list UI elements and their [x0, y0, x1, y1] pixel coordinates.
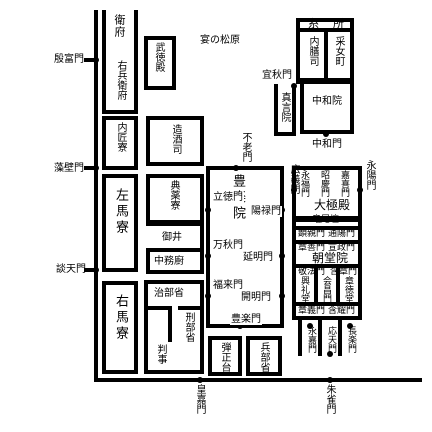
gate-label-enmei: 延明門: [242, 252, 274, 263]
block-uchitakumi: [102, 116, 138, 170]
label-kaigi: 会昌門: [321, 276, 331, 303]
gate-label-kantoku: 含章門: [330, 267, 358, 277]
block-jibu: [144, 280, 204, 374]
block-butokuden: [144, 36, 176, 90]
gate-label-left-mid: 藻壁門: [54, 163, 84, 174]
gate-label-ganyo: 含耀門: [328, 306, 356, 316]
block-buraku: [206, 166, 284, 328]
block-itoshoku-div: [296, 28, 354, 84]
gate-label-shokei: 昭慶門: [319, 170, 329, 197]
label-itoshoku: 糸所: [308, 17, 358, 30]
label-sakeno: 造酒司: [170, 124, 181, 154]
gate-label-bottom-left: 皇嘉門: [194, 384, 205, 414]
block-danjo: [208, 336, 242, 376]
block-chodoin: [292, 218, 362, 320]
gate-label-kaki: 嘉喜門: [339, 170, 349, 197]
label-mii: 御井: [162, 232, 182, 243]
gate-label-kogi: 広義門: [288, 164, 299, 194]
gate-label-shogi: 章義門: [298, 306, 326, 316]
gate-label-left-top: 殷富門: [54, 54, 84, 65]
gate-label-banshu: 万秋門: [212, 240, 244, 251]
label-butokuden: 武徳殿: [153, 42, 164, 72]
area-label-matsubara: 宴の松原: [200, 35, 240, 46]
label-umaryo: 右馬寮: [113, 294, 128, 342]
block-chodoin-div: [292, 226, 362, 306]
label-tenyaku: 典薬寮: [168, 180, 179, 210]
label-uchitakumi: 内匠寮: [115, 122, 126, 152]
gate-label-ritoku: 立徳門: [212, 192, 244, 203]
label-danjo: 弾正台: [219, 342, 230, 372]
gate-label-chotoku: 長楽門: [346, 326, 356, 353]
block-chodoin-cols: [314, 266, 340, 304]
block-hyobu: [246, 336, 282, 376]
label-hyobu: 兵部省: [258, 342, 269, 372]
label-naizen: 内膳司: [307, 36, 318, 66]
gate-label-buraku: 豊楽門: [230, 314, 262, 325]
gate-label-tsuyo: 通陽門: [328, 229, 356, 239]
block-nakatsukasa: [146, 248, 204, 274]
gate-label-east-top: 永陽門: [364, 160, 375, 190]
gate-label-kiki: 顕親門: [298, 229, 326, 239]
gate-label-sensei: 宣政門: [328, 243, 356, 253]
gate-label-left-bottom: 談天門: [56, 264, 86, 275]
label-nakatsukasa: 中務廚: [154, 256, 184, 267]
label-ryubidan: 竜尾壇: [312, 215, 340, 225]
label-emon: 衛府: [113, 14, 126, 38]
gate-label-shozen: 章善門: [298, 243, 326, 253]
gate-label-fukurai: 福来門: [212, 280, 244, 291]
block-southgate: [298, 316, 342, 356]
gate-label-keiho: 敬法門: [298, 267, 326, 277]
gate-label-upper-right: 宜秋門: [262, 70, 292, 81]
label-chuwain: 中和院: [312, 96, 342, 107]
block-samaryo: [102, 174, 138, 272]
gate-label-bottom-right: 朱雀門: [324, 384, 335, 414]
gate-label-otemon: 応天門: [326, 326, 336, 353]
label-shingon: 真言院: [279, 92, 290, 122]
block-shingon: [274, 84, 296, 136]
block-chuwain: [300, 78, 354, 134]
label-chuwamon: 中和門: [312, 139, 342, 150]
label-samaryo: 左馬寮: [113, 188, 128, 236]
gate-label-furo: 不老門: [240, 132, 251, 162]
gate-label-kaimei: 開明門: [240, 292, 272, 303]
label-hanji: 判事: [155, 344, 166, 364]
label-chodoin: 朝堂院: [312, 251, 349, 265]
gate-label-yoroku: 陽禄門: [250, 206, 282, 217]
label-daigokuden: 大極殿: [314, 198, 351, 212]
gate-label-ei-fuku: 永福門: [299, 170, 309, 197]
label-ukone: 右兵衛府: [115, 60, 126, 100]
block-sakeno: [146, 116, 204, 166]
label-jibu: 治部省: [154, 288, 184, 299]
label-kohodou: 興礼堂: [299, 276, 309, 303]
gate-label-ei-ka: 永嘉門: [306, 326, 316, 353]
label-keiji: 刑部省: [183, 312, 194, 342]
block-umaryo: [102, 281, 138, 374]
label-shotoku: 章徳堂: [343, 276, 353, 303]
label-uneme: 采女町: [333, 36, 344, 66]
block-jibu-inner: [144, 306, 204, 342]
block-emon: [102, 10, 138, 114]
